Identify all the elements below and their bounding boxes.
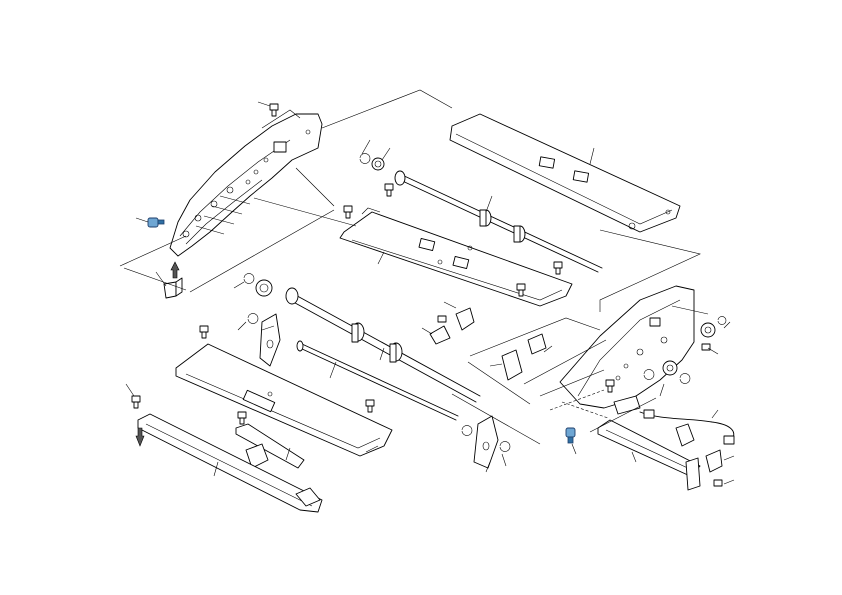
left-side-frame xyxy=(169,113,323,257)
thin-drive-shaft xyxy=(296,340,459,421)
screw-upper-middle xyxy=(343,183,394,219)
actuator-bracket-middle xyxy=(421,301,475,345)
bottom-long-rail xyxy=(135,413,323,513)
bearing-bracket-right xyxy=(461,415,511,473)
middle-guide-plate xyxy=(339,207,573,307)
top-cover-plate xyxy=(449,113,681,233)
highlighted-screw-right xyxy=(565,427,577,455)
screw-top-left xyxy=(257,101,279,117)
assembly-boundary-lines xyxy=(119,89,709,445)
highlighted-screw-left xyxy=(135,217,165,228)
sensor-right xyxy=(675,423,735,487)
bearing-bracket-left xyxy=(237,313,281,367)
bracket-middle-right xyxy=(489,333,553,381)
screw-lower-plate xyxy=(199,325,375,425)
upper-roller-shaft xyxy=(394,170,603,273)
lower-guide-plate xyxy=(175,343,393,457)
cable-harness xyxy=(639,409,735,445)
sensor-bracket-lower xyxy=(235,423,305,469)
gear-lower-left xyxy=(233,273,273,297)
screw-plate-right xyxy=(516,261,563,297)
gear-upper xyxy=(359,139,391,171)
lower-roller-shaft xyxy=(285,287,481,403)
screw-right-frame xyxy=(605,379,615,393)
gears-right-cluster xyxy=(643,316,731,397)
small-bracket-left xyxy=(155,261,183,299)
right-side-frame xyxy=(559,285,695,409)
right-lower-rail xyxy=(597,395,701,491)
screw-bottom-left xyxy=(125,383,141,409)
